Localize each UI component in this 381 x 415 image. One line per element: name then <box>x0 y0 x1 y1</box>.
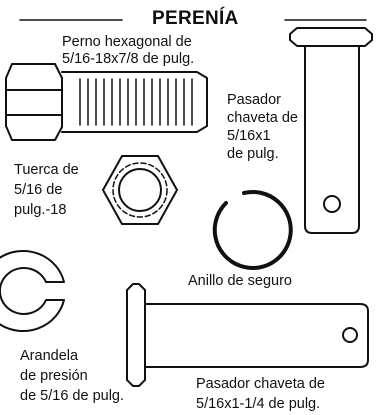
clevis-pin-short-label-line-2: chaveta de <box>227 110 298 126</box>
hex-nut-label-line-2: 5/16 de <box>14 182 63 198</box>
clevis-pin-long-label-line-1: Pasador chaveta de <box>196 376 325 392</box>
split-lock-washer-icon <box>0 250 65 332</box>
clevis-pin-long-icon <box>126 283 369 387</box>
clevis-pin-long-label-line-2: 5/16x1-1/4 de pulg. <box>196 396 321 412</box>
snap-ring-icon <box>212 189 293 270</box>
lock-washer-label-line-3: de 5/16 de pulg. <box>20 388 125 404</box>
hex-nut-label-line-1: Tuerca de <box>14 162 79 178</box>
snap-ring-label-line-1: Anillo de seguro <box>188 273 292 289</box>
clevis-pin-short-label-line-4: de pulg. <box>227 146 279 162</box>
clevis-pin-short-icon <box>289 27 373 234</box>
hex-nut-icon <box>102 155 178 225</box>
hex-bolt-icon <box>5 63 208 141</box>
hex-bolt-label-line-1: Perno hexagonal de <box>62 34 192 50</box>
clevis-pin-short-label-line-3: 5/16x1 <box>227 128 271 144</box>
lock-washer-label-line-1: Arandela <box>20 348 79 364</box>
clevis-pin-short-label-line-1: Pasador <box>227 92 282 108</box>
hex-bolt-label-line-2: 5/16-18x7/8 de pulg. <box>62 51 195 67</box>
hex-nut-label-line-3: pulg.-18 <box>14 202 67 218</box>
diagram-title: PERENÍA <box>152 8 239 29</box>
lock-washer-label-line-2: de presión <box>20 368 88 384</box>
